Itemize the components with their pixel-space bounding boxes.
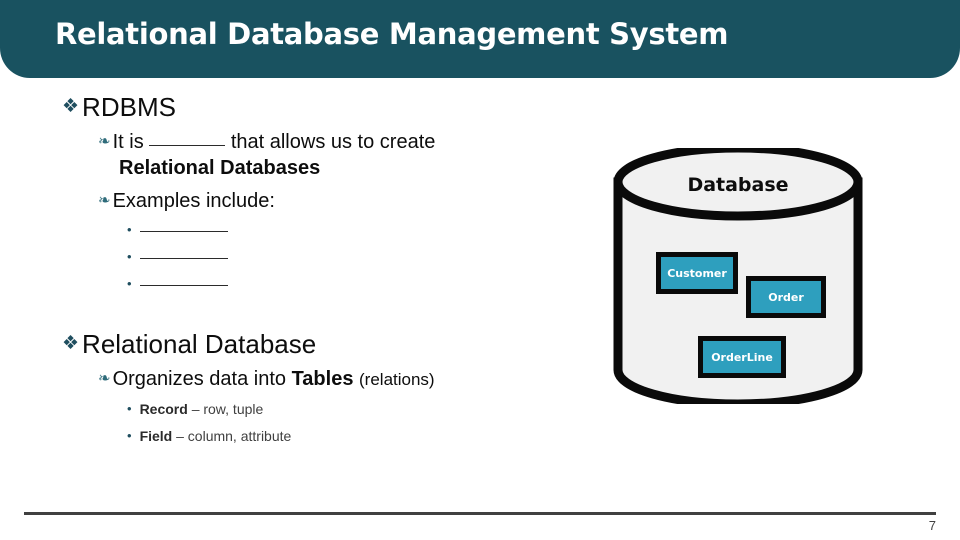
page-title: Relational Database Management System bbox=[55, 17, 729, 51]
organizes-prefix: Organizes data into bbox=[112, 368, 287, 390]
dot-bullet-icon: • bbox=[127, 401, 132, 416]
organizes-suffix: (relations) bbox=[359, 370, 435, 389]
examples-label: Examples include: bbox=[112, 190, 275, 212]
database-label: Database bbox=[687, 174, 789, 196]
list-item: • bbox=[0, 219, 560, 241]
page-number: 7 bbox=[928, 518, 936, 533]
section-heading-label: RDBMS bbox=[82, 92, 176, 122]
content-column: ❖ RDBMS ❧ It is that allows us to create… bbox=[0, 92, 560, 447]
dot-bullet-icon: • bbox=[127, 428, 132, 443]
section-heading-label: Relational Database bbox=[82, 329, 317, 359]
fill-in-blank bbox=[149, 145, 226, 146]
bow-bullet-icon: ❧ bbox=[98, 192, 111, 209]
cylinder-body bbox=[613, 177, 863, 404]
list-item: • Record – row, tuple bbox=[0, 398, 560, 420]
definition-continuation: Relational Databases bbox=[119, 157, 321, 179]
footer-divider bbox=[24, 512, 936, 515]
section-heading-rdbms: ❖ RDBMS bbox=[0, 92, 560, 122]
dot-bullet-icon: • bbox=[127, 222, 132, 237]
section-relational-database: ❖ Relational Database ❧ Organizes data i… bbox=[0, 329, 560, 447]
dot-bullet-icon: • bbox=[127, 276, 132, 291]
diamond-bullet-icon: ❖ bbox=[62, 333, 80, 354]
dot-bullet-icon: • bbox=[127, 249, 132, 264]
list-item-definition: ❧ It is that allows us to create bbox=[0, 129, 560, 155]
definition-suffix: that allows us to create bbox=[230, 131, 436, 153]
list-item-examples: ❧ Examples include: bbox=[0, 188, 560, 214]
field-definition: Field – column, attribute bbox=[140, 425, 292, 447]
database-cylinder-diagram: Database Customer Order OrderLine bbox=[612, 148, 864, 404]
fill-in-blank bbox=[139, 273, 228, 286]
record-description: – row, tuple bbox=[191, 401, 264, 417]
section-heading-relational-database: ❖ Relational Database bbox=[0, 329, 560, 359]
bow-bullet-icon: ❧ bbox=[98, 133, 111, 150]
list-item: • bbox=[0, 273, 560, 295]
table-box-customer: Customer bbox=[656, 252, 738, 294]
organizes-text: Organizes data into Tables (relations) bbox=[113, 366, 435, 393]
record-term: Record bbox=[139, 401, 188, 417]
list-item-organizes: ❧ Organizes data into Tables (relations) bbox=[0, 366, 560, 393]
table-box-order: Order bbox=[746, 276, 826, 318]
bow-bullet-icon: ❧ bbox=[98, 370, 111, 387]
section-rdbms: ❖ RDBMS ❧ It is that allows us to create… bbox=[0, 92, 560, 295]
field-description: – column, attribute bbox=[176, 428, 292, 444]
table-box-orderline: OrderLine bbox=[698, 336, 786, 378]
record-definition: Record – row, tuple bbox=[140, 398, 264, 420]
slide-header-banner bbox=[0, 0, 960, 78]
definition-prefix: It is bbox=[112, 131, 144, 153]
list-item: • bbox=[0, 246, 560, 268]
cylinder-shape bbox=[613, 148, 863, 404]
definition-text: It is that allows us to create bbox=[113, 129, 436, 155]
fill-in-blank bbox=[139, 219, 228, 232]
diamond-bullet-icon: ❖ bbox=[62, 96, 80, 117]
list-item: • Field – column, attribute bbox=[0, 425, 560, 447]
cylinder-top-ellipse bbox=[613, 148, 863, 221]
field-term: Field bbox=[139, 428, 173, 444]
organizes-keyword: Tables bbox=[291, 368, 354, 390]
fill-in-blank bbox=[139, 246, 228, 259]
